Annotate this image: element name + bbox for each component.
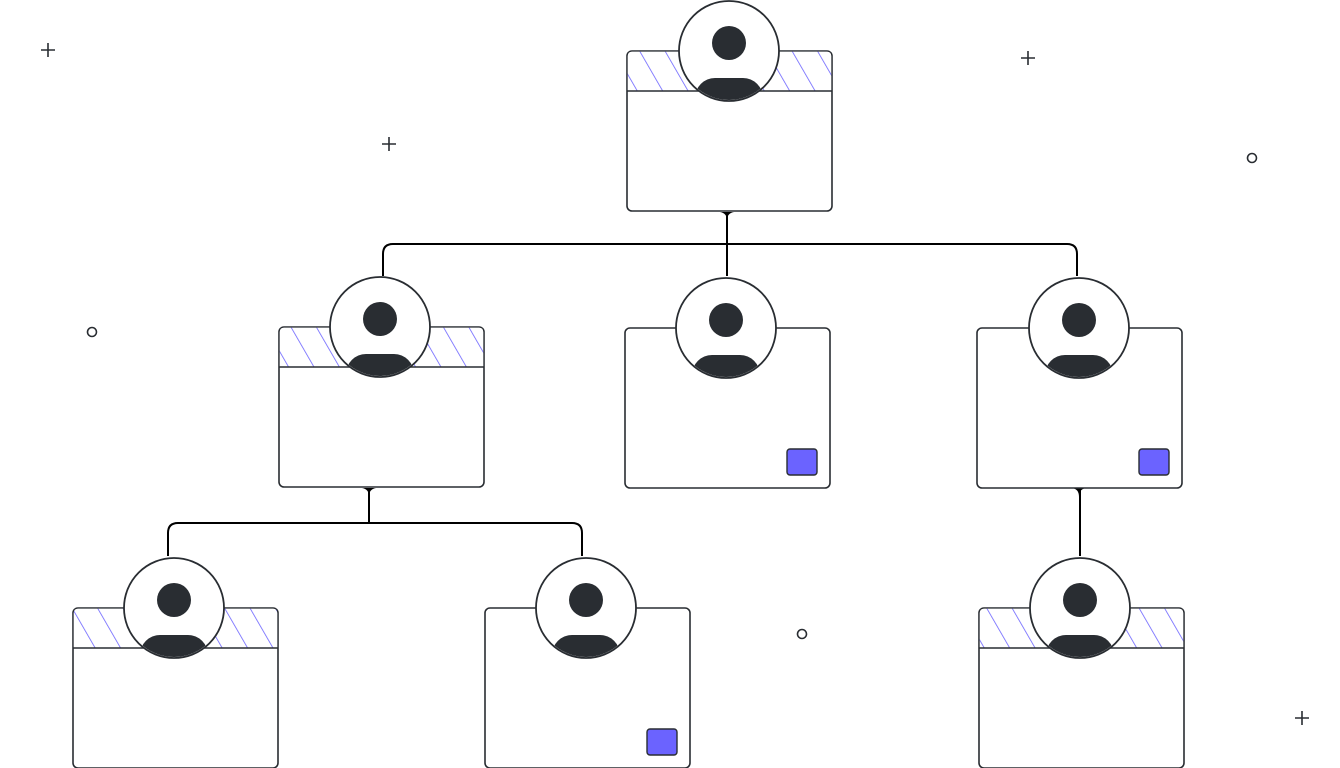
avatar-body [1045, 355, 1113, 377]
avatar-head [569, 583, 603, 617]
node-card-l2-right[interactable] [978, 557, 1185, 768]
avatar-head [709, 303, 743, 337]
status-badge [646, 728, 678, 756]
node-card-l2-left-b[interactable] [484, 557, 691, 768]
node-card-l1-right[interactable] [976, 277, 1183, 489]
connector-joint [720, 212, 734, 221]
connector-joint [362, 488, 376, 497]
user-avatar-icon [535, 557, 637, 659]
avatar-head [1062, 303, 1096, 337]
connector-joint [1072, 488, 1086, 497]
avatar-body [692, 355, 760, 377]
connector-path [167, 212, 1081, 556]
avatar-body [140, 635, 208, 657]
avatar-body [552, 635, 620, 657]
avatar-body [346, 354, 414, 376]
avatar-head [1063, 583, 1097, 617]
user-avatar-icon [329, 276, 431, 378]
user-avatar-icon [1029, 557, 1131, 659]
plus-icon [1021, 51, 1035, 65]
status-badge [786, 448, 818, 476]
org-nodes [72, 0, 1185, 768]
user-avatar-icon [123, 557, 225, 659]
circle-icon [86, 326, 98, 338]
status-badge [1138, 448, 1170, 476]
circle-icon [1246, 152, 1258, 164]
node-card-root[interactable] [626, 0, 833, 212]
background-decorations [41, 43, 1309, 725]
avatar-head [363, 302, 397, 336]
plus-icon [41, 43, 55, 57]
circle-icon [796, 628, 808, 640]
avatar-head [712, 26, 746, 60]
node-card-l2-left-a[interactable] [72, 557, 279, 768]
avatar-body [1046, 635, 1114, 657]
connector-lines [167, 212, 1086, 556]
avatar-head [157, 583, 191, 617]
user-avatar-icon [675, 277, 777, 379]
avatar-body [695, 78, 763, 100]
user-avatar-icon [678, 0, 780, 102]
user-avatar-icon [1028, 277, 1130, 379]
plus-icon [382, 137, 396, 151]
plus-icon [1295, 711, 1309, 725]
node-card-l1-center[interactable] [624, 277, 831, 489]
node-card-l1-left[interactable] [278, 276, 485, 488]
